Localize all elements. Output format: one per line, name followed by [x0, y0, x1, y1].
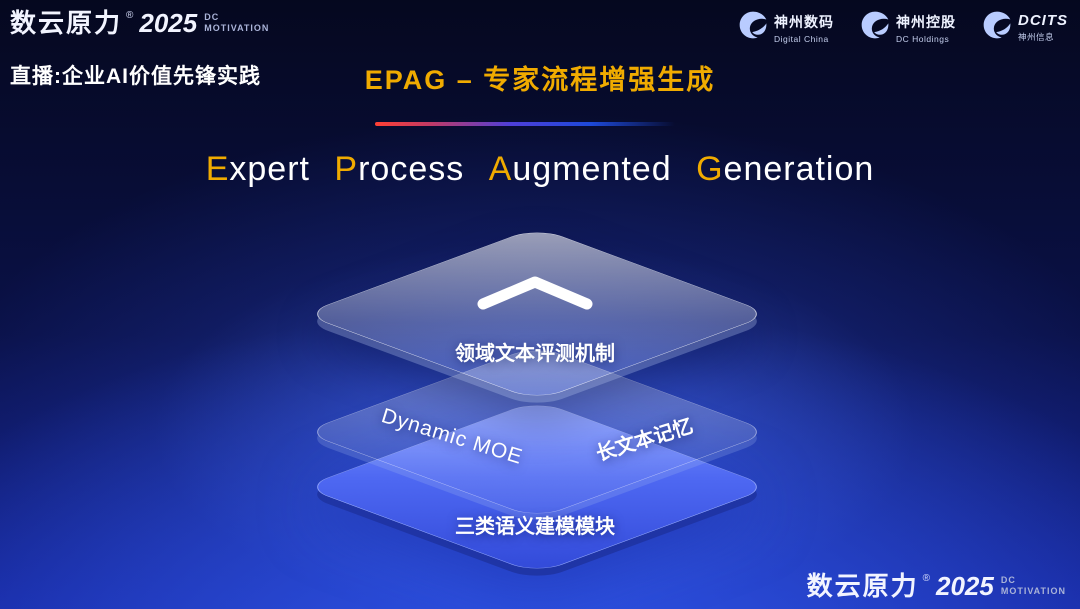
title-word-initial: P	[334, 150, 359, 188]
brand-year: 2025	[139, 8, 198, 38]
gradient-divider	[375, 122, 675, 126]
brand-sub-line2: MOTIVATION	[204, 23, 270, 33]
brand-registered-mark: ®	[126, 10, 134, 21]
logo-text: 神州控股 DC Holdings	[896, 12, 956, 44]
logo-name-en: DCITS	[1018, 12, 1068, 29]
logo-dc-holdings: 神州控股 DC Holdings	[860, 10, 956, 45]
logo-name-cn: 神州数码	[774, 13, 834, 30]
title-word-initial: A	[488, 150, 513, 188]
brand-name: 数云原力	[807, 573, 919, 599]
partner-logos: 神州数码 Digital China 神州控股 DC Holdings DCIT…	[738, 10, 1068, 45]
brand-subtitle: DC MOTIVATION	[204, 13, 269, 33]
logo-name-cn: 神州控股	[896, 13, 956, 30]
title-word: Process	[334, 150, 464, 188]
title-word: Augmented	[489, 150, 672, 188]
logo-name-en: DC Holdings	[896, 33, 950, 44]
chevron-up-icon	[475, 272, 595, 317]
brand-sub-line1: DC	[1000, 575, 1016, 585]
brand-sub-line2: MOTIVATION	[1000, 586, 1066, 596]
logo-digital-china: 神州数码 Digital China	[738, 10, 834, 45]
page-title-en: Expert Process Augmented Generation	[0, 150, 1080, 189]
logo-text: 神州数码 Digital China	[774, 12, 834, 44]
brand-registered-mark: ®	[922, 573, 930, 584]
brand-year: 2025	[935, 571, 994, 601]
title-word: Generation	[696, 150, 874, 188]
brand-name: 数云原力	[10, 8, 123, 38]
brand-logo-top-left: 数云原力 ® 2025 DC MOTIVATION	[10, 10, 269, 36]
dc-holdings-swoosh-icon	[860, 10, 890, 45]
digital-china-swoosh-icon	[738, 10, 768, 45]
logo-name-en: Digital China	[774, 33, 829, 44]
layer-bottom-label: 三类语义建模模块	[455, 516, 615, 538]
brand-logo-bottom-right: 数云原力 ® 2025 DC MOTIVATION	[807, 573, 1066, 599]
layer-top-label: 领域文本评测机制	[455, 343, 615, 365]
dcits-swoosh-icon	[982, 10, 1012, 45]
live-stream-label: 直播:企业AI价值先锋实践	[10, 65, 261, 88]
brand-subtitle: DC MOTIVATION	[1001, 576, 1066, 596]
page-title-cn: EPAG – 专家流程增强生成	[364, 65, 716, 95]
title-word-rest: rocess	[358, 150, 465, 188]
title-word-rest: eneration	[723, 150, 875, 188]
title-word-initial: G	[696, 150, 724, 188]
title-word-initial: E	[205, 150, 230, 188]
logo-text: DCITS 神州信息	[1018, 12, 1068, 43]
title-word: Expert	[206, 150, 310, 188]
title-word-rest: xpert	[229, 150, 310, 188]
logo-dcits: DCITS 神州信息	[982, 10, 1068, 45]
title-word-rest: ugmented	[512, 150, 672, 188]
brand-sub-line1: DC	[204, 12, 220, 22]
logo-name-cn: 神州信息	[1018, 32, 1055, 42]
